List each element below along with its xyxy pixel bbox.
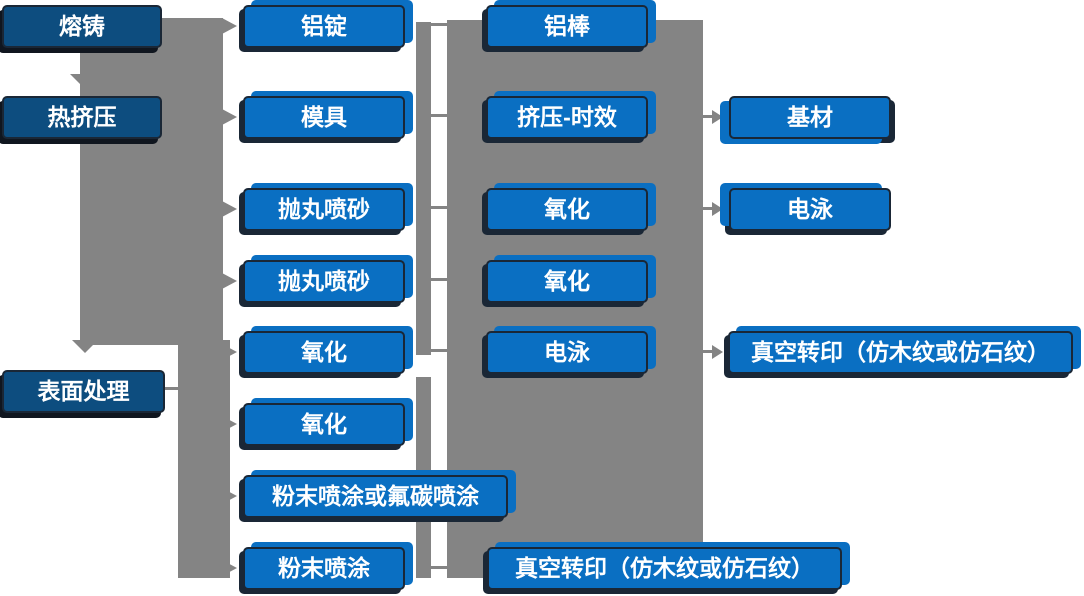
right-arrowhead-row8: [222, 560, 237, 576]
process-box-aluminum-rod: 铝棒: [486, 5, 648, 48]
process-box-oxidation-1: 氧化: [243, 331, 405, 374]
process-box-extrusion-aging: 挤压-时效: [486, 96, 648, 139]
out-arrow-stem-base-material: [703, 115, 713, 118]
out-arrow-stem-electrophoresis: [703, 207, 713, 210]
out-arrowhead-base-material: [712, 110, 723, 124]
trunk-vertical-main: [80, 18, 223, 345]
mid-tick-row1: [416, 23, 447, 26]
process-box-oxidation-3: 氧化: [486, 188, 648, 231]
right-arrowhead-row4: [222, 273, 237, 289]
process-box-powder-coating: 粉末喷涂: [243, 547, 405, 590]
right-arrowhead-row2: [222, 109, 237, 125]
out-arrowhead-vacuum-transfer: [712, 345, 723, 359]
process-box-aluminum-ingot: 铝锭: [243, 5, 405, 48]
mid-tick-row5: [431, 349, 447, 352]
process-box-shot-blasting-1: 抛丸喷砂: [243, 188, 405, 231]
out-arrowhead-electrophoresis: [712, 202, 723, 216]
process-box-oxidation-2: 氧化: [243, 403, 405, 446]
stage-box-melting: 熔铸: [2, 5, 162, 48]
process-box-oxidation-4: 氧化: [486, 260, 648, 303]
process-box-electrophoresis: 电泳: [486, 331, 648, 374]
mid-tick-row3: [431, 206, 447, 209]
right-arrowhead-row1: [222, 18, 237, 34]
process-box-shot-blasting-2: 抛丸喷砂: [243, 260, 405, 303]
right-arrowhead-row3: [222, 201, 237, 217]
right-arrowhead-row7: [222, 488, 237, 504]
trunk-vertical-lower: [178, 340, 230, 578]
down-arrowhead-to-hot-extrusion: [70, 74, 96, 87]
out-arrow-stem-vacuum-transfer: [703, 350, 713, 353]
process-box-vacuum-transfer-bottom: 真空转印（仿木纹或仿石纹）: [487, 547, 842, 590]
right-arrowhead-row6: [222, 416, 237, 432]
mid-tick-row8: [431, 566, 447, 569]
stage-box-hot-extrusion: 热挤压: [2, 96, 162, 139]
down-arrowhead-to-surface-treatment: [72, 340, 98, 353]
mid-tick-row4: [431, 278, 447, 281]
output-box-base-material: 基材: [729, 96, 891, 139]
mid-tick-row2: [431, 114, 447, 117]
right-arrowhead-row5: [222, 344, 237, 360]
surface-treatment-connector-tick: [165, 387, 178, 390]
mid-connector-bar-upper: [416, 22, 431, 355]
output-box-electrophoresis: 电泳: [729, 188, 891, 231]
process-box-mold: 模具: [243, 96, 405, 139]
stage-box-surface-treatment: 表面处理: [2, 370, 165, 413]
output-box-vacuum-transfer: 真空转印（仿木纹或仿石纹）: [728, 331, 1073, 374]
process-box-powder-or-fluorocarbon-coating: 粉末喷涂或氟碳喷涂: [243, 475, 508, 518]
